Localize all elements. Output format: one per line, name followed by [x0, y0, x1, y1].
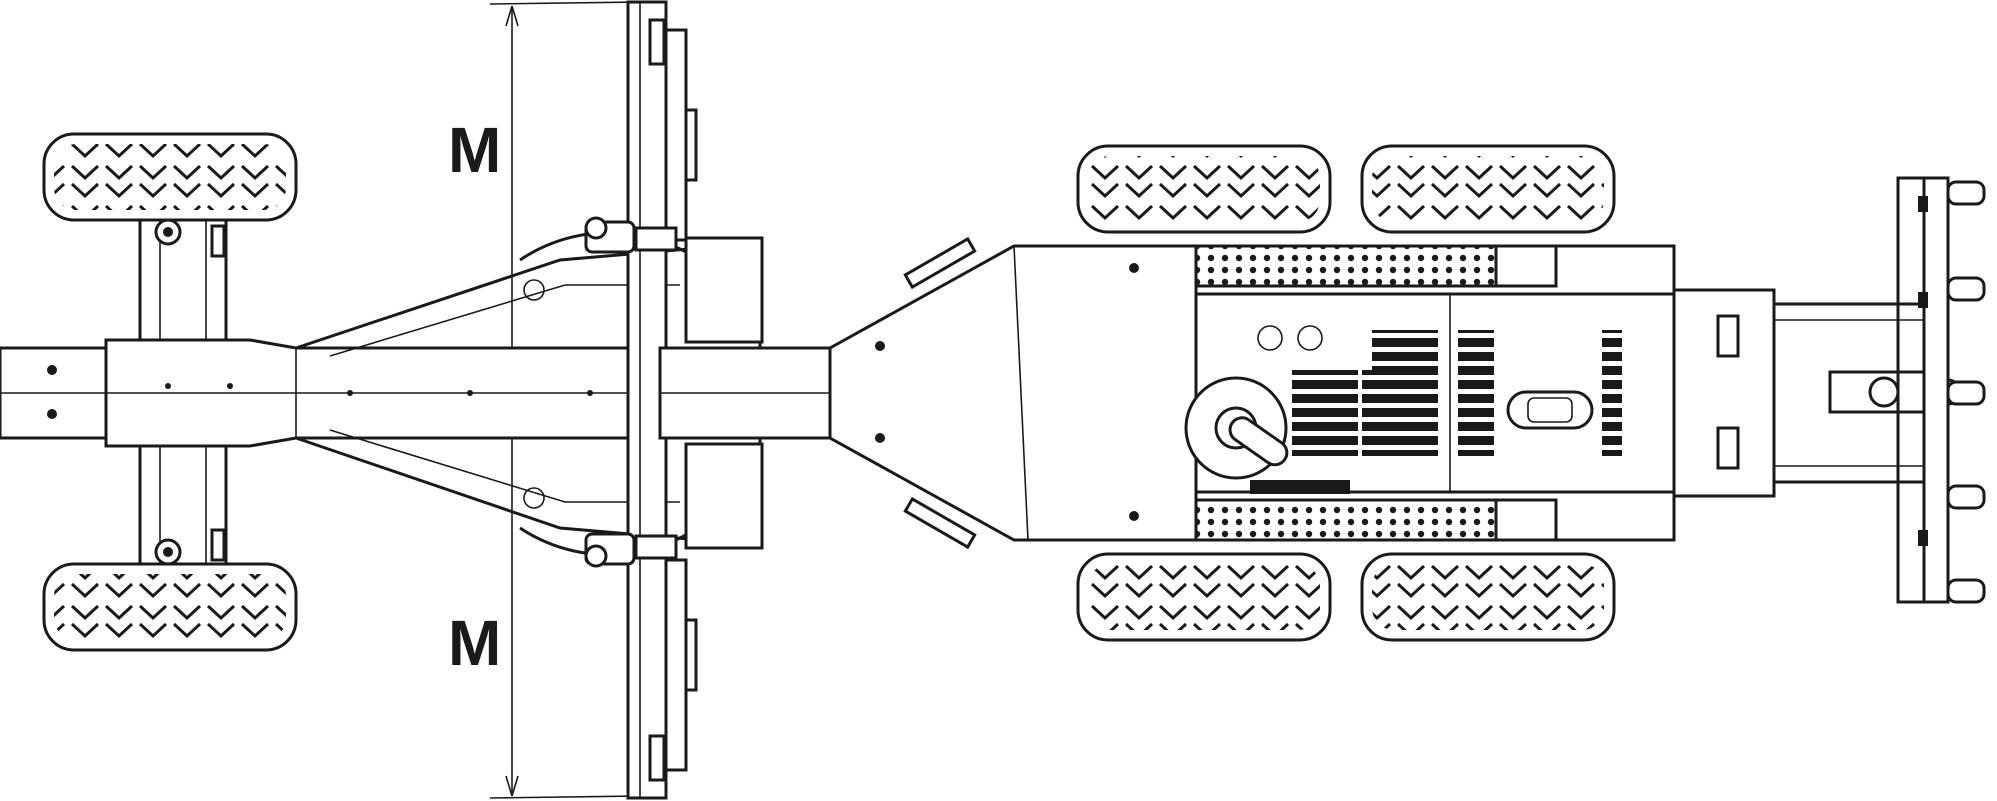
dimension-label-bottom: M — [448, 607, 501, 679]
hydraulic-cylinder-top — [584, 216, 678, 254]
cutter-beam — [626, 0, 698, 800]
front-cowl — [828, 236, 1198, 550]
engine-grille — [1292, 330, 1622, 456]
battery-row — [1250, 480, 1350, 494]
winch-drum — [1184, 325, 1323, 480]
rear-wheel-top-rear — [1360, 144, 1616, 234]
rear-wheel-bottom-rear — [1360, 552, 1616, 642]
dimension-label-top: M — [448, 114, 501, 186]
hydraulic-cylinder-bottom — [584, 532, 678, 568]
rear-implement-bar — [1896, 176, 1986, 604]
rear-wheel-bottom-front — [1076, 552, 1332, 642]
rotor-housings — [658, 236, 832, 550]
front-left-wheel-bottom — [42, 562, 298, 652]
access-hatch — [1506, 390, 1594, 430]
front-left-wheel-top — [42, 132, 298, 222]
rear-wheel-top-front — [1076, 144, 1332, 234]
drawbar — [104, 338, 662, 448]
hitch-tube — [0, 346, 108, 440]
rear-frame — [1672, 288, 1962, 498]
